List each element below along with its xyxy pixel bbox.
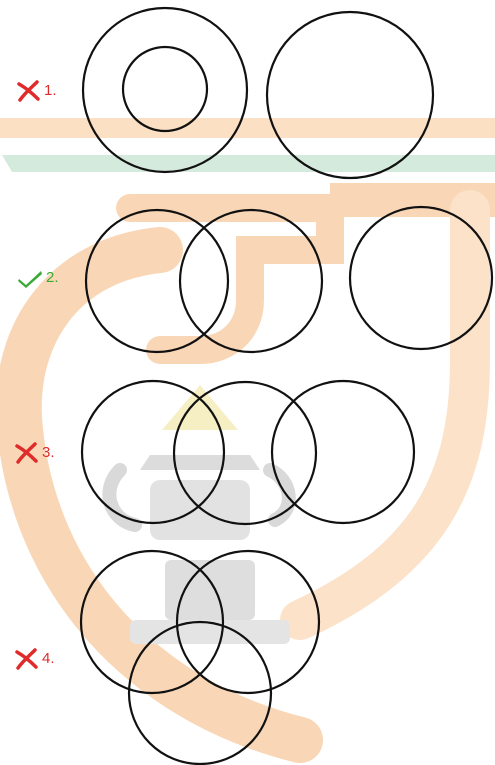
- option-4-circle-left: [79, 549, 225, 695]
- option-1-marker[interactable]: 1.: [14, 79, 57, 103]
- watermark-letterform: [116, 194, 344, 364]
- option-2-circle-right: [348, 205, 494, 351]
- option-4-diagram: [79, 549, 321, 765]
- option-3-circle-left: [80, 379, 226, 525]
- option-3-marker[interactable]: 3.: [12, 441, 55, 465]
- option-4-number: 4.: [42, 650, 55, 667]
- option-3-circle-middle: [172, 380, 318, 526]
- cross-icon: [17, 80, 40, 102]
- option-1-separate-circle: [265, 10, 435, 180]
- option-2-marker[interactable]: 2.: [16, 266, 59, 290]
- option-3-circle-right: [270, 379, 416, 525]
- watermark-green-band: [2, 155, 495, 172]
- cross-icon: [15, 442, 38, 464]
- option-4-circle-bottom: [127, 620, 273, 765]
- option-4-marker[interactable]: 4.: [12, 647, 55, 671]
- option-1-outer-circle: [81, 6, 249, 174]
- option-2-circle-left: [84, 208, 230, 354]
- option-2-number: 2.: [46, 269, 59, 286]
- option-4-circle-right: [175, 549, 321, 695]
- option-1-number: 1.: [44, 82, 57, 99]
- cross-icon: [15, 648, 38, 670]
- watermark-yellow-triangle: [162, 385, 238, 430]
- option-3-diagram: [80, 379, 416, 526]
- option-2-diagram: [84, 205, 494, 354]
- check-icon: [18, 271, 42, 288]
- option-2-circle-middle: [178, 208, 324, 354]
- option-1-diagram: [81, 6, 435, 180]
- watermark-saffron-band: [0, 118, 495, 138]
- option-3-number: 3.: [42, 444, 55, 461]
- option-1-inner-circle: [121, 45, 209, 133]
